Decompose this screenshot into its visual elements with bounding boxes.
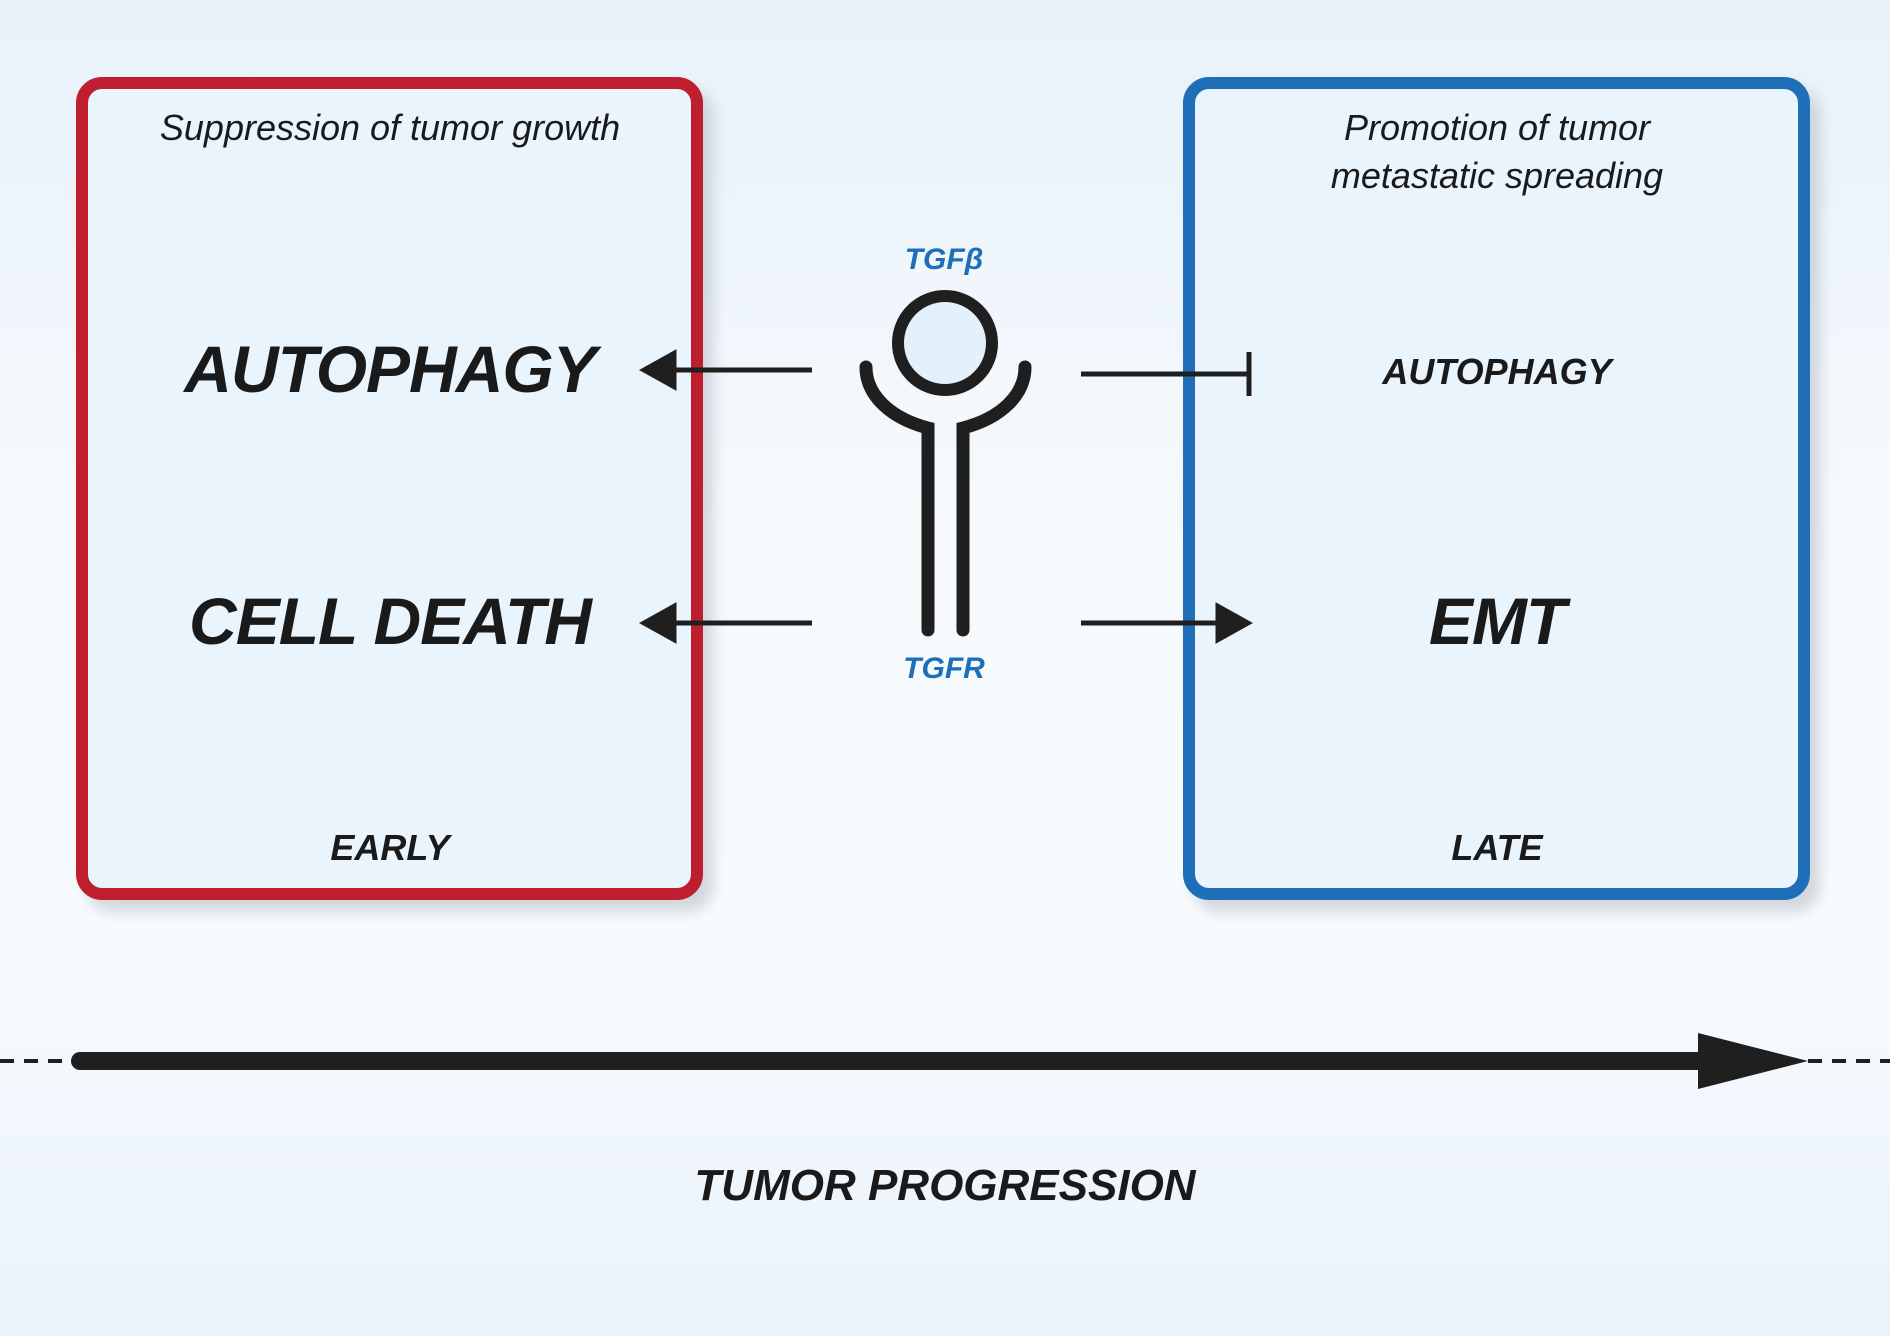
tgf-beta-label: TGFβ xyxy=(904,243,984,276)
receptor-right-arm xyxy=(956,360,1032,637)
tgfr-label: TGFR xyxy=(903,652,985,685)
left-autophagy-label: AUTOPHAGY xyxy=(184,332,596,406)
right-box-title-line1: Promotion of tumor xyxy=(1343,107,1651,148)
left-box-title: Suppression of tumor growth xyxy=(159,107,621,148)
cell-death-label: CELL DEATH xyxy=(189,584,592,658)
progression-timeline xyxy=(0,1033,1890,1089)
late-stage-box xyxy=(1183,77,1810,900)
receptor-icon xyxy=(859,290,1032,637)
inhibition-to-right-autophagy xyxy=(1081,352,1252,396)
early-stage-box xyxy=(76,77,703,900)
tgf-beta-ligand-circle xyxy=(892,290,998,396)
arrow-to-left-autophagy xyxy=(638,349,812,391)
emt-label: EMT xyxy=(1428,584,1566,658)
receptor-left-arm xyxy=(859,360,935,637)
tumor-progression-label: TUMOR PROGRESSION xyxy=(694,1161,1196,1210)
timeline-arrowhead xyxy=(1698,1033,1808,1089)
arrow-to-cell-death xyxy=(638,602,812,644)
late-stage-label: LATE xyxy=(1451,827,1543,868)
early-stage-label: EARLY xyxy=(330,827,450,868)
right-autophagy-label: AUTOPHAGY xyxy=(1382,351,1612,392)
arrow-to-emt xyxy=(1081,602,1254,644)
right-box-title-line2: metastatic spreading xyxy=(1330,155,1664,196)
